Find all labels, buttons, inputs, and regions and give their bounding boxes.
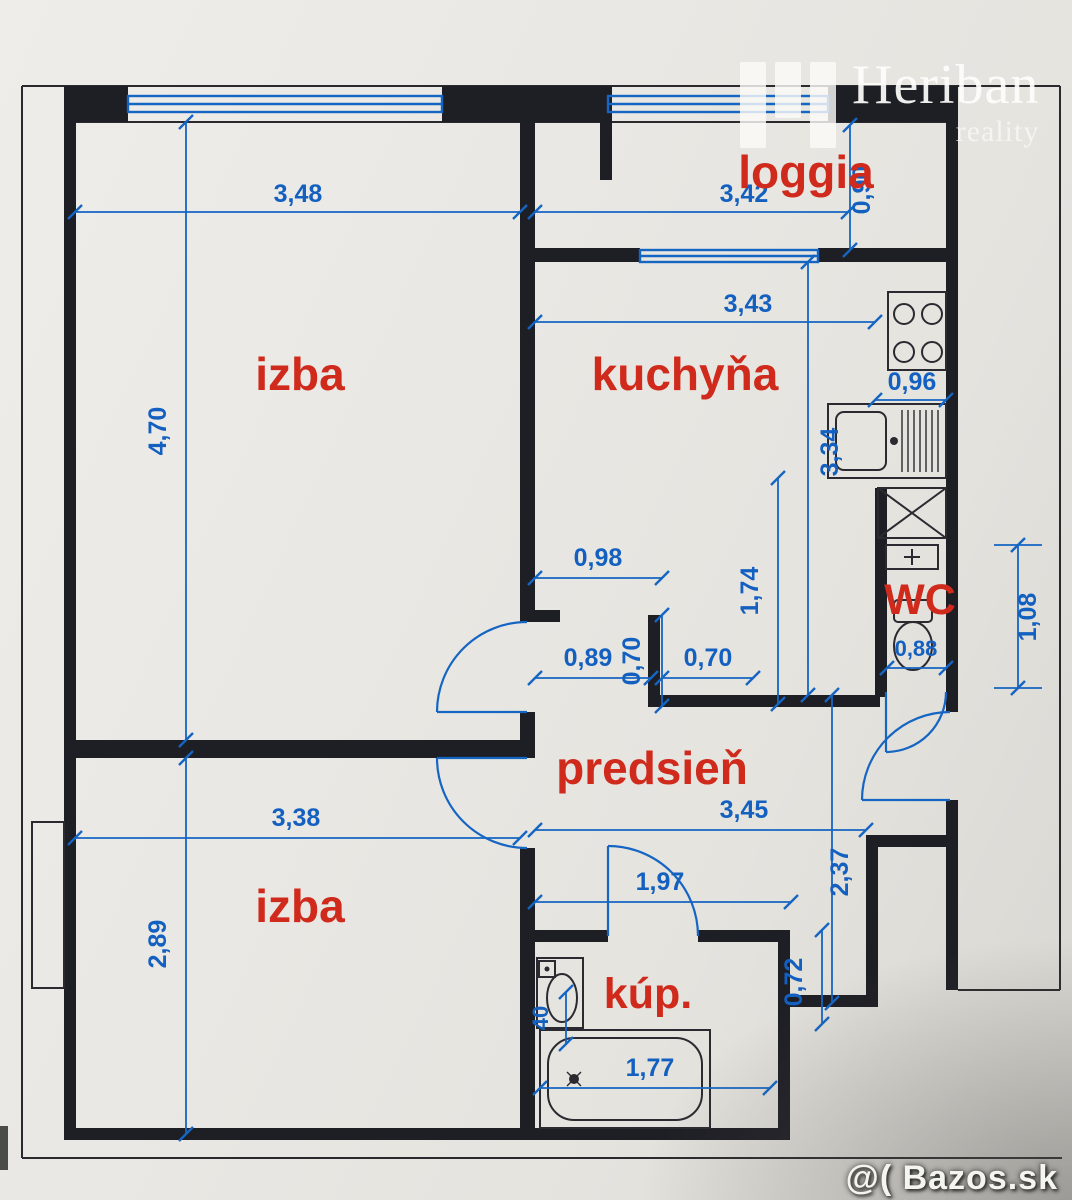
room-label-predsien: predsieň bbox=[556, 742, 748, 794]
dim-text: 0,90 bbox=[848, 166, 876, 215]
dim-text: 3,43 bbox=[724, 290, 773, 318]
shaft-symbol bbox=[877, 487, 947, 539]
dim-predsien-width: 3,45 bbox=[527, 796, 874, 838]
cistern-symbol bbox=[885, 544, 939, 570]
dim-wc-width: 0,88 bbox=[879, 636, 954, 676]
dim-text: 3,45 bbox=[720, 796, 769, 824]
room-label-izba1: izba bbox=[255, 348, 345, 400]
dim-shaft-side: 1,08 bbox=[994, 537, 1042, 696]
dim-text: 4,70 bbox=[144, 407, 172, 456]
windows bbox=[126, 94, 830, 264]
doors bbox=[435, 620, 951, 937]
window-izba1 bbox=[126, 94, 444, 114]
dim-izba2-height: 2,89 bbox=[144, 750, 194, 1142]
dim-loggia-depth: 0,90 bbox=[842, 117, 876, 258]
room-label-izba2: izba bbox=[255, 880, 345, 932]
door-arc-bathroom bbox=[606, 844, 700, 937]
dim-hall-nook-inner: 0,89 bbox=[527, 644, 659, 686]
walls bbox=[31, 86, 958, 1140]
dim-hall-step-depth: 0,70 bbox=[618, 607, 670, 714]
dim-stove-zone: 0,96 bbox=[867, 368, 954, 408]
dim-text: 2,89 bbox=[144, 920, 172, 969]
dim-text: 2,37 bbox=[826, 848, 854, 897]
door-arc-izba1 bbox=[435, 620, 528, 714]
room-label-wc: WC bbox=[884, 576, 956, 624]
toilet-symbol bbox=[893, 599, 933, 671]
dim-text: 0,70 bbox=[684, 644, 733, 672]
door-arc-entrance bbox=[860, 710, 951, 802]
dim-text: 0,88 bbox=[895, 636, 938, 661]
washbasin-symbol bbox=[536, 957, 584, 1029]
dim-text: 1,97 bbox=[636, 868, 685, 896]
dim-basin-width: 40 bbox=[528, 984, 574, 1052]
dim-kupelna-niche: 0,72 bbox=[780, 922, 830, 1032]
room-label-kupelna: kúp. bbox=[604, 970, 692, 1018]
door-arc-izba2 bbox=[435, 756, 528, 850]
dim-text: 1,08 bbox=[1014, 593, 1042, 642]
fixtures bbox=[536, 291, 947, 1129]
dim-text: 0,98 bbox=[574, 544, 623, 572]
dim-hall-nook-width: 0,98 bbox=[527, 544, 670, 586]
dim-bath-length: 1,77 bbox=[532, 1054, 778, 1096]
dim-kitchen-passage: 1,74 bbox=[736, 470, 786, 712]
dim-izba1-height: 4,70 bbox=[144, 114, 194, 748]
dim-kuchyna-height: 3,34 bbox=[800, 254, 844, 703]
dim-loggia-width: 3,42 bbox=[527, 180, 856, 220]
dim-text: 0,72 bbox=[780, 958, 808, 1007]
dim-izba2-width: 3,38 bbox=[67, 804, 528, 846]
dim-text: 1,74 bbox=[736, 567, 764, 616]
dim-text: 40 bbox=[528, 1006, 553, 1030]
dim-text: 0,96 bbox=[888, 368, 937, 396]
room-labels: izba kuchyňa loggia WC predsieň izba kúp… bbox=[255, 146, 956, 1018]
sink-symbol bbox=[827, 403, 947, 479]
dim-text: 3,42 bbox=[720, 180, 769, 208]
dim-text: 3,34 bbox=[816, 428, 844, 477]
dim-kuchyna-width: 3,43 bbox=[527, 290, 883, 330]
stove-symbol bbox=[887, 291, 947, 371]
dim-izba1-width: 3,48 bbox=[67, 180, 528, 220]
window-loggia bbox=[606, 94, 830, 114]
dim-text: 1,77 bbox=[626, 1054, 675, 1082]
dim-predsien-depth: 2,37 bbox=[824, 687, 854, 1011]
dim-hall-step-width: 0,70 bbox=[654, 644, 761, 686]
dim-text: 3,38 bbox=[272, 804, 321, 832]
bathtub-symbol bbox=[539, 1029, 711, 1129]
door-arc-wc bbox=[884, 691, 948, 754]
dim-text: 0,89 bbox=[564, 644, 613, 672]
room-label-kuchyna: kuchyňa bbox=[592, 348, 779, 400]
dim-text: 3,48 bbox=[274, 180, 323, 208]
dim-text: 0,70 bbox=[618, 637, 646, 686]
window-kitchen bbox=[638, 248, 820, 264]
room-label-loggia: loggia bbox=[738, 146, 874, 198]
dim-kupelna-width: 1,97 bbox=[527, 868, 799, 910]
dimensions: 3,48 4,70 3,42 0,90 3,43 bbox=[67, 114, 1042, 1142]
